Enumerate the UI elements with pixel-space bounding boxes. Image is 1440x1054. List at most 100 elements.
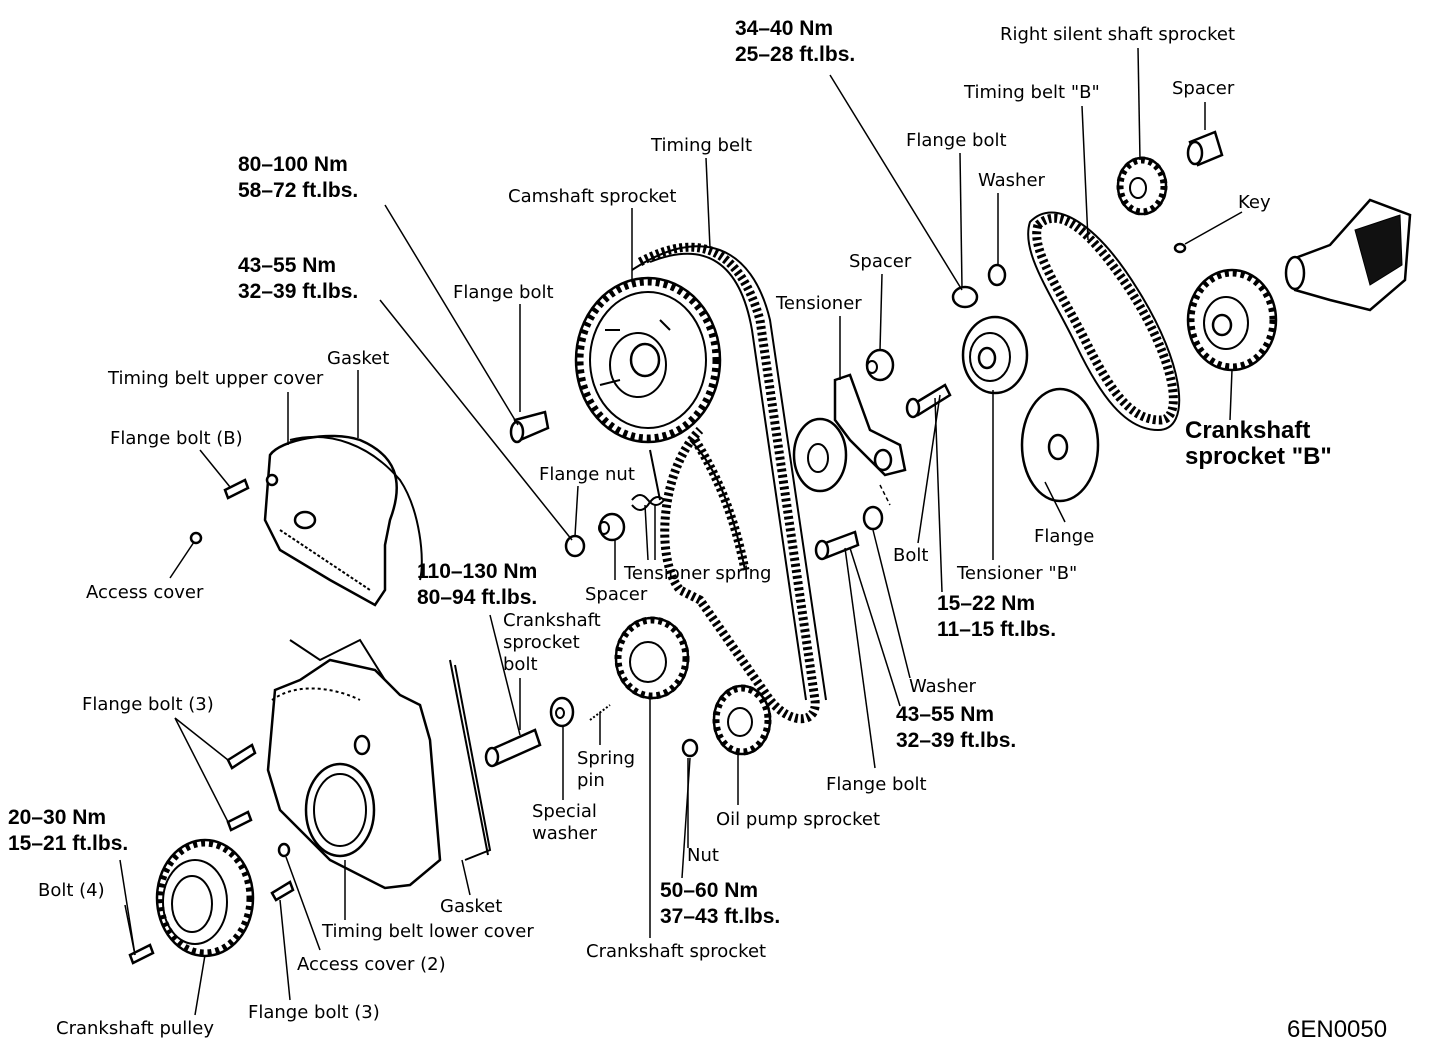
- label-spring-pin-1: Spring: [577, 748, 636, 769]
- label-upper-cover: Timing belt upper cover: [108, 368, 324, 389]
- torque-nm: 34–40 Nm: [735, 17, 834, 40]
- label-access-cover: Access cover: [86, 582, 204, 603]
- tensioner-spring-part: [631, 449, 666, 511]
- label-crank-sprocket-bolt-1: Crankshaft: [503, 610, 601, 631]
- label-gasket-low: Gasket: [440, 896, 503, 917]
- label-crankshaft-sprocket-b: Crankshaft sprocket "B": [1185, 418, 1332, 470]
- crank-sprocket-b-line1: Crankshaft: [1185, 417, 1311, 444]
- torque-nm: 20–30 Nm: [8, 806, 107, 829]
- figure-code: 6EN0050: [1287, 1016, 1388, 1043]
- torque-ftlb: 32–39 ft.lbs.: [238, 280, 359, 303]
- label-nut: Nut: [687, 845, 719, 866]
- label-flange: Flange: [1034, 526, 1095, 547]
- label-bolt-4: Bolt (4): [38, 880, 105, 901]
- label-tensioner-spring: Tensioner spring: [624, 563, 772, 584]
- crank-sprocket-bolt-part: [484, 728, 542, 768]
- crankshaft-sprocket-part: [614, 616, 690, 700]
- torque-ftlb: 15–21 ft.lbs.: [8, 832, 129, 855]
- label-camshaft-sprocket: Camshaft sprocket: [508, 186, 677, 207]
- torque-spec-4: 110–130 Nm 80–94 ft.lbs.: [417, 559, 537, 611]
- upper-cover-part: [263, 434, 423, 607]
- camshaft-sprocket: [574, 276, 722, 444]
- label-crank-sprocket-bolt-2: sprocket: [503, 632, 580, 653]
- crank-sprocket-b-part: [1186, 268, 1278, 372]
- label-spacer-mid: Spacer: [849, 251, 912, 272]
- flange-bolt-top-part: [951, 285, 979, 309]
- torque-nm: 80–100 Nm: [238, 153, 348, 176]
- label-lower-cover: Timing belt lower cover: [322, 921, 534, 942]
- label-washer-low: Washer: [909, 676, 976, 697]
- torque-spec-7: 20–30 Nm 15–21 ft.lbs.: [8, 805, 128, 857]
- label-oil-pump-sprocket: Oil pump sprocket: [716, 809, 881, 830]
- label-flange-bolt-b: Flange bolt (B): [110, 428, 243, 449]
- label-crank-sprocket-bolt-3: bolt: [503, 654, 538, 675]
- flange-bolt-b-part: [223, 478, 250, 500]
- flange-bolt-cam-part: [509, 410, 550, 444]
- special-washer-part: [549, 696, 575, 728]
- torque-nm: 43–55 Nm: [238, 254, 337, 277]
- label-spacer-low: Spacer: [585, 584, 648, 605]
- spacer-low-part: [598, 512, 626, 542]
- bolt-part: [905, 383, 952, 419]
- crankshaft-part: [1284, 198, 1412, 312]
- torque-nm: 50–60 Nm: [660, 879, 759, 902]
- washer-top-part: [987, 263, 1007, 287]
- spacer-top-part: [1186, 130, 1224, 167]
- torque-spec-8: 50–60 Nm 37–43 ft.lbs.: [660, 878, 780, 930]
- label-special-washer-2: washer: [532, 823, 598, 844]
- label-access-cover-2: Access cover (2): [297, 954, 446, 975]
- leader-lines: [119, 47, 1243, 1016]
- tensioner-part: [792, 373, 907, 506]
- tensioner-b-part: [961, 315, 1029, 395]
- nut-part: [681, 738, 699, 758]
- label-gasket-top: Gasket: [327, 348, 390, 369]
- torque-ftlb: 37–43 ft.lbs.: [660, 905, 781, 928]
- torque-spec-3: 43–55 Nm 32–39 ft.lbs.: [238, 253, 358, 305]
- lower-cover-part: [266, 638, 492, 890]
- label-flange-nut: Flange nut: [539, 464, 635, 485]
- label-key: Key: [1238, 192, 1271, 213]
- label-washer-top: Washer: [978, 170, 1045, 191]
- torque-spec-1: 34–40 Nm 25–28 ft.lbs.: [735, 16, 855, 68]
- flange-bolt-3-lower-part: [270, 880, 295, 902]
- label-bolt: Bolt: [893, 545, 929, 566]
- access-cover-2-part: [277, 842, 291, 858]
- crank-sprocket-b-line2: sprocket "B": [1185, 443, 1332, 470]
- torque-nm: 110–130 Nm: [417, 560, 538, 583]
- torque-ftlb: 11–15 ft.lbs.: [937, 618, 1057, 641]
- torque-nm: 15–22 Nm: [937, 592, 1036, 615]
- timing-belt-b: [1027, 211, 1181, 432]
- crankshaft-pulley-part: [155, 838, 255, 958]
- torque-nm: 43–55 Nm: [896, 703, 995, 726]
- torque-ftlb: 32–39 ft.lbs.: [896, 729, 1017, 752]
- key-part: [1173, 242, 1187, 254]
- label-flange-bolt-low: Flange bolt: [826, 774, 927, 795]
- flange-bolt-low-part: [814, 530, 860, 561]
- label-tensioner: Tensioner: [776, 293, 862, 314]
- label-flange-bolt-top: Flange bolt: [906, 130, 1007, 151]
- torque-spec-6: 43–55 Nm 32–39 ft.lbs.: [896, 702, 1016, 754]
- label-crankshaft-pulley: Crankshaft pulley: [56, 1018, 215, 1039]
- label-crankshaft-sprocket: Crankshaft sprocket: [586, 941, 767, 962]
- label-flange-bolt-cam: Flange bolt: [453, 282, 554, 303]
- label-spacer-top: Spacer: [1172, 78, 1235, 99]
- label-tensioner-b: Tensioner "B": [957, 563, 1078, 584]
- label-right-silent-shaft-sprocket: Right silent shaft sprocket: [1000, 24, 1236, 45]
- label-timing-belt-b: Timing belt "B": [964, 82, 1100, 103]
- flange-part: [1020, 387, 1100, 503]
- spacer-mid-part: [865, 348, 895, 382]
- label-timing-belt: Timing belt: [651, 135, 753, 156]
- bolt-4-part: [128, 943, 155, 965]
- silent-shaft-sprocket-part: [1116, 156, 1168, 216]
- oil-pump-sprocket-part: [712, 684, 772, 756]
- flange-nut-part: [564, 534, 586, 558]
- label-spring-pin-2: pin: [577, 770, 605, 791]
- access-cover-part: [189, 531, 203, 545]
- label-special-washer-1: Special: [532, 801, 597, 822]
- torque-spec-5: 15–22 Nm 11–15 ft.lbs.: [937, 591, 1056, 643]
- torque-ftlb: 25–28 ft.lbs.: [735, 43, 856, 66]
- label-flange-bolt-3-upper: Flange bolt (3): [82, 694, 214, 715]
- torque-ftlb: 58–72 ft.lbs.: [238, 179, 359, 202]
- label-flange-bolt-3-lower: Flange bolt (3): [248, 1002, 380, 1023]
